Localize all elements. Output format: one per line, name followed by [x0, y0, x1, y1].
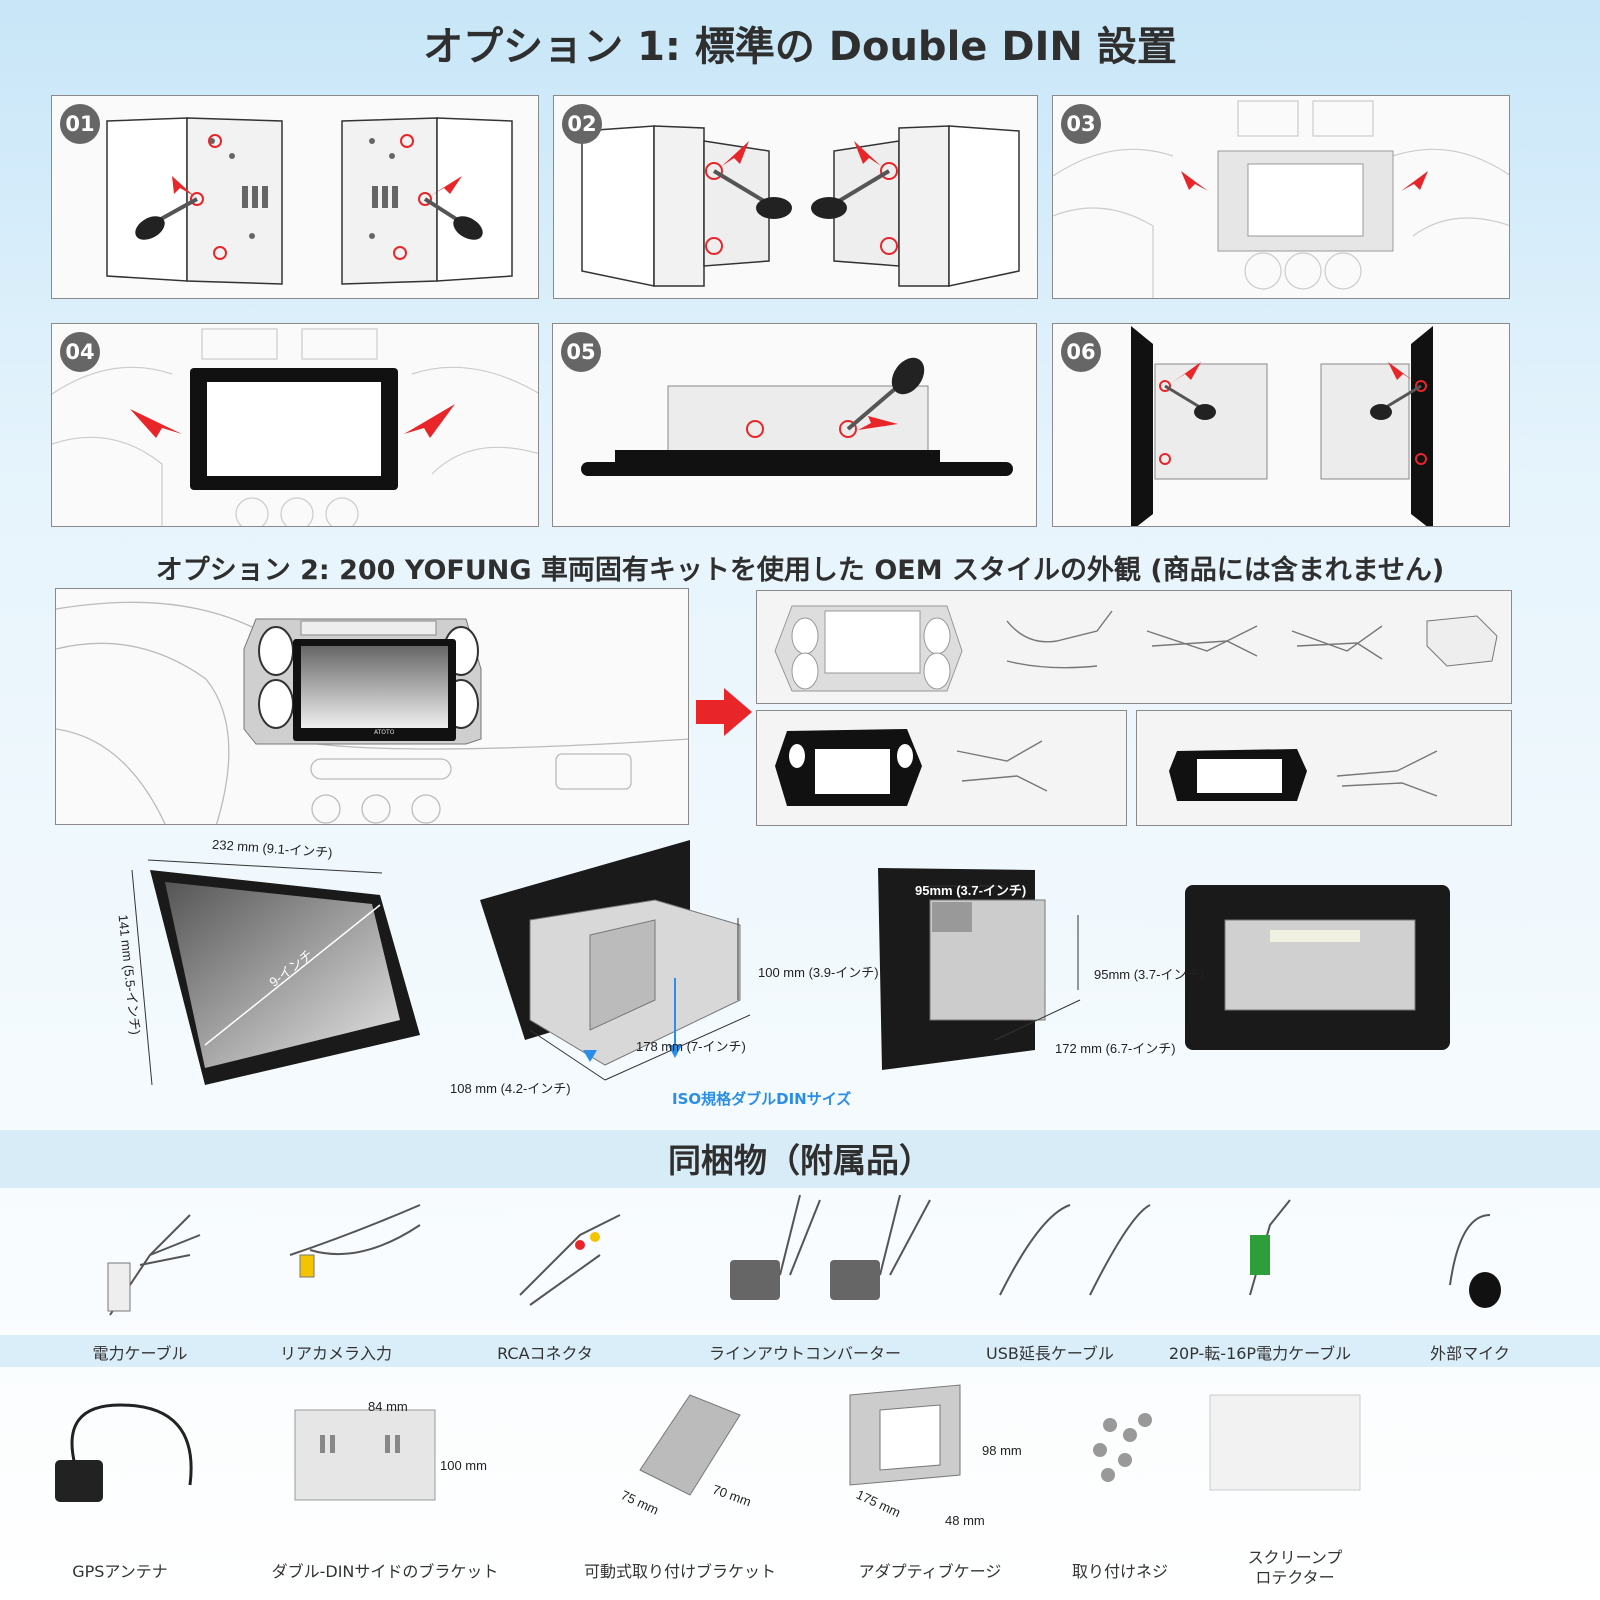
label-20p-16p-cable: 20P-転-16P電力ケーブル	[1168, 1344, 1352, 1363]
step-number: 01	[60, 104, 100, 144]
kit-frame-2-illustration	[1169, 749, 1438, 801]
dim-unit-width: 108 mm (4.2-インチ)	[450, 1081, 571, 1096]
dim-unit-height: 100 mm (3.9-インチ)	[758, 965, 879, 980]
step-02-illustration	[581, 125, 1020, 287]
label-rca-connector: RCAコネクタ	[497, 1344, 593, 1363]
label-side-bracket: ダブル-DINサイドのブラケット	[271, 1562, 499, 1581]
iso-size-label: ISO規格ダブルDINサイズ	[672, 1090, 852, 1108]
step-05-illustration	[581, 357, 1013, 476]
dim-back-height: 95mm (3.7-インチ)	[1094, 967, 1204, 982]
radio-brand: ATOTO	[374, 729, 395, 736]
dim-cage-height: 98 mm	[982, 1443, 1022, 1458]
dim-back-depth: 172 mm (6.7-インチ)	[1055, 1041, 1176, 1056]
accessories-row1-illustration	[107, 1195, 1501, 1316]
label-screen-protector: スクリーンプ ロテクター	[1247, 1548, 1343, 1587]
arrow-right-icon	[696, 688, 752, 736]
step-number: 03	[1061, 104, 1101, 144]
kit-contents-top	[756, 590, 1512, 704]
oem-dashboard-illustration	[56, 601, 688, 824]
kit-contents-left	[756, 710, 1127, 826]
label-adaptive-cage: アダプティブケージ	[858, 1562, 1002, 1581]
step-01-illustration	[106, 117, 513, 285]
step-03-panel: 03	[1052, 95, 1510, 299]
dim-cage-width: 48 mm	[945, 1513, 985, 1528]
label-gps-antenna: GPSアンテナ	[72, 1562, 168, 1581]
step-number: 04	[60, 332, 100, 372]
step-number: 06	[1061, 332, 1101, 372]
step-01-panel: 01	[51, 95, 539, 299]
step-number: 02	[562, 104, 602, 144]
step-05-panel: 05	[552, 323, 1037, 527]
step-06-panel: 06	[1052, 323, 1510, 527]
label-usb-extension: USB延長ケーブル	[986, 1344, 1114, 1363]
dim-unit-depth: 178 mm (7-インチ)	[636, 1039, 746, 1054]
label-movable-bracket: 可動式取り付けブラケット	[583, 1562, 776, 1581]
accessories-title-band	[0, 1130, 1600, 1188]
option1-title: オプション 1: 標準の Double DIN 設置	[423, 24, 1177, 70]
kit-parts-illustration	[774, 605, 1498, 692]
label-lineout-converter: ラインアウトコンバーター	[708, 1344, 901, 1363]
accessories-row1-label-band	[0, 1335, 1600, 1367]
label-rear-camera-input: リアカメラ入力	[279, 1344, 392, 1363]
label-power-cable: 電力ケーブル	[92, 1344, 188, 1363]
kit-frame-illustration	[775, 729, 1048, 806]
dim-back-width: 95mm (3.7-インチ)	[915, 883, 1027, 898]
label-mounting-screws: 取り付けネジ	[1071, 1562, 1168, 1581]
dim-bracket-width: 84 mm	[368, 1399, 408, 1414]
dimension-illustration	[131, 840, 1450, 1086]
step-number: 05	[561, 332, 601, 372]
step-06-illustration	[1131, 326, 1433, 526]
dim-bracket-height: 100 mm	[440, 1458, 487, 1473]
accessories-row2-illustration	[55, 1384, 1361, 1502]
step-04-illustration	[52, 328, 538, 526]
step-04-panel: 04	[51, 323, 539, 527]
accessories-title: 同梱物（附属品）	[668, 1141, 932, 1180]
step-03-illustration	[1053, 100, 1509, 298]
label-external-mic: 外部マイク	[1430, 1344, 1510, 1363]
option2-title: オプション 2: 200 YOFUNG 車両固有キットを使用した OEM スタイ…	[155, 555, 1445, 586]
oem-dashboard-panel: ATOTO	[55, 588, 689, 825]
step-02-panel: 02	[553, 95, 1038, 299]
kit-contents-right	[1136, 710, 1512, 826]
